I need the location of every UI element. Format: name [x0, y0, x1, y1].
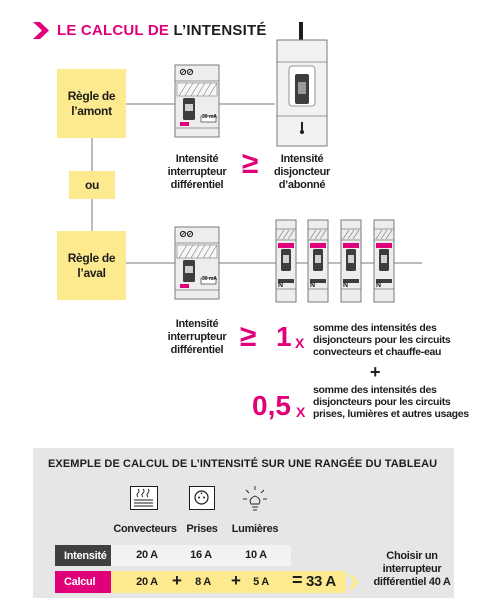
plus-sign: +	[370, 362, 381, 382]
row-label-intensite: Intensité	[55, 545, 111, 566]
advice-text: Choisir un interrupteur différentiel 40 …	[373, 550, 451, 588]
result-chevron-icon	[348, 575, 359, 589]
calcul-result: 33 A	[306, 573, 336, 590]
note-convecteurs: somme des intensités des disjoncteurs po…	[313, 322, 451, 358]
calcul-prises: 8 A	[195, 576, 211, 588]
label-intensite-interrupteur-bottom: Intensité interrupteur différentiel	[167, 318, 227, 356]
column-prises: Prises	[186, 523, 218, 535]
calcul-row-band	[111, 571, 346, 593]
page-title: LE CALCUL DE L’INTENSITÉ	[57, 22, 267, 39]
calcul-plus-2: +	[231, 571, 241, 590]
convecteur-icon	[130, 486, 158, 510]
connector-lines	[91, 103, 424, 264]
rule-amont-box: Règle de l’amont	[57, 69, 126, 138]
multiply-sign-1: X	[295, 335, 305, 351]
note-prises-lumieres: somme des intensités des disjoncteurs po…	[313, 384, 469, 420]
column-convecteurs: Convecteurs	[113, 523, 177, 535]
example-title: EXEMPLE DE CALCUL DE L’INTENSITÉ SUR UNE…	[48, 458, 438, 470]
circuit-breaker-illustration	[373, 219, 395, 303]
breaker-neutral-label: N	[376, 282, 382, 289]
circuit-breaker-illustration	[307, 219, 329, 303]
intensite-prises: 16 A	[190, 549, 212, 561]
circuit-breaker-illustration	[275, 219, 297, 303]
lumiere-icon	[242, 485, 268, 513]
greater-or-equal-sign-top: ≥	[242, 147, 259, 180]
rule-aval-box: Règle de l’aval	[57, 231, 126, 300]
chevron-right-icon	[33, 22, 49, 39]
breaker-neutral-label: N	[310, 282, 316, 289]
factor-one: 1	[276, 321, 292, 352]
intensite-row-band	[111, 545, 291, 566]
calcul-equals: =	[292, 570, 303, 590]
calcul-convecteurs: 20 A	[136, 576, 158, 588]
differential-switch-illustration-aval	[174, 226, 220, 300]
circuit-breaker-illustration	[340, 219, 362, 303]
intensite-convecteurs: 20 A	[136, 549, 158, 561]
greater-or-equal-sign-bottom: ≥	[240, 320, 257, 353]
rule-ou-box: ou	[69, 171, 115, 199]
label-intensite-disjoncteur: Intensité disjoncteur d’abonné	[274, 153, 330, 191]
device-rating-label: 30 mA	[202, 114, 218, 120]
calcul-lumieres: 5 A	[253, 576, 269, 588]
breaker-neutral-label: N	[343, 282, 349, 289]
main-breaker-illustration	[276, 22, 328, 147]
intensite-lumieres: 10 A	[245, 549, 267, 561]
label-intensite-interrupteur-top: Intensité interrupteur différentiel	[167, 153, 227, 191]
differential-switch-illustration	[174, 64, 220, 138]
multiply-sign-2: X	[296, 404, 306, 420]
device-rating-label-aval: 30 mA	[202, 276, 218, 282]
prise-icon	[189, 486, 215, 510]
row-label-calcul: Calcul	[55, 571, 111, 593]
calcul-plus-1: +	[172, 571, 182, 590]
factor-half: 0,5	[252, 390, 291, 421]
column-lumieres: Lumières	[231, 523, 279, 535]
breaker-neutral-label: N	[278, 282, 284, 289]
